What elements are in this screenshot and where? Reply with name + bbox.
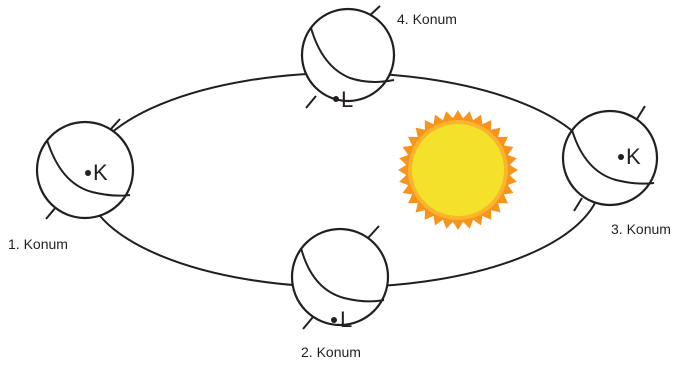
position-label-1: 1. Konum bbox=[8, 236, 68, 252]
point-label-4: L bbox=[341, 87, 353, 112]
point-label-2: L bbox=[340, 307, 352, 332]
earth-position-3: K 3. Konum bbox=[561, 105, 671, 237]
position-label-4: 4. Konum bbox=[397, 11, 457, 27]
earth-position-1: K 1. Konum bbox=[8, 118, 135, 252]
earth-position-2: L 2. Konum bbox=[290, 225, 390, 360]
earth-position-4: L 4. Konum bbox=[300, 5, 457, 112]
sun-icon bbox=[398, 110, 518, 230]
position-label-3: 3. Konum bbox=[611, 221, 671, 237]
position-label-2: 2. Konum bbox=[301, 344, 361, 360]
point-label-3: K bbox=[626, 144, 641, 169]
point-label-1: K bbox=[93, 160, 108, 185]
